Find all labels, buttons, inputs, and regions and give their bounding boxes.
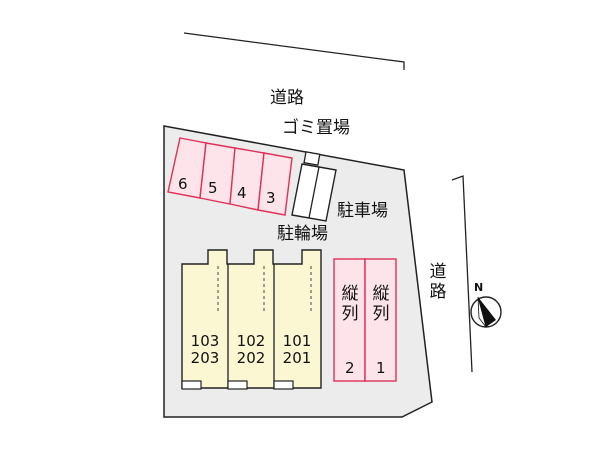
parking-number: 3 [266, 189, 276, 207]
parking-number: 5 [208, 179, 218, 197]
bicycle-parking-divider [308, 166, 320, 219]
tandem-parking-number: 1 [376, 359, 386, 377]
parking-top-row [167, 137, 293, 216]
building-foot [227, 380, 248, 390]
unit-lower: 202 [236, 349, 266, 367]
parking-number: 4 [237, 184, 247, 202]
building-foot [273, 380, 294, 390]
parking-number: 6 [178, 175, 188, 193]
unit-lower: 201 [282, 349, 312, 367]
bicycle-parking-label: 駐輪場 [277, 224, 328, 244]
garbage-area-label: ゴミ置場 [282, 118, 350, 138]
tandem-parking-label: 縦列 [341, 284, 359, 324]
parking-right-row [333, 258, 397, 382]
road-top-line [183, 32, 405, 70]
unit-lower: 203 [190, 349, 220, 367]
building [181, 249, 322, 390]
unit-label: 102 202 [228, 333, 274, 367]
garbage-box [303, 151, 321, 166]
unit-upper: 103 [190, 332, 220, 350]
road-right-line [451, 175, 473, 373]
unit-label: 101 201 [274, 333, 320, 367]
parking-space-tandem-2 [333, 258, 366, 382]
parking-space-tandem-1 [364, 258, 397, 382]
unit-label: 103 203 [182, 333, 228, 367]
road-right-label: 道路 [429, 262, 447, 302]
compass-north-label: N [474, 281, 484, 294]
road-top-label: 道路 [270, 88, 304, 108]
unit-upper: 101 [282, 332, 312, 350]
building-outline [181, 249, 322, 389]
unit-upper: 102 [236, 332, 266, 350]
building-foot [181, 380, 202, 390]
parking-space-3 [257, 152, 293, 216]
compass-icon [470, 296, 502, 328]
parking-label: 駐車場 [337, 201, 388, 221]
tandem-parking-number: 2 [345, 359, 355, 377]
tandem-parking-label: 縦列 [372, 284, 390, 324]
